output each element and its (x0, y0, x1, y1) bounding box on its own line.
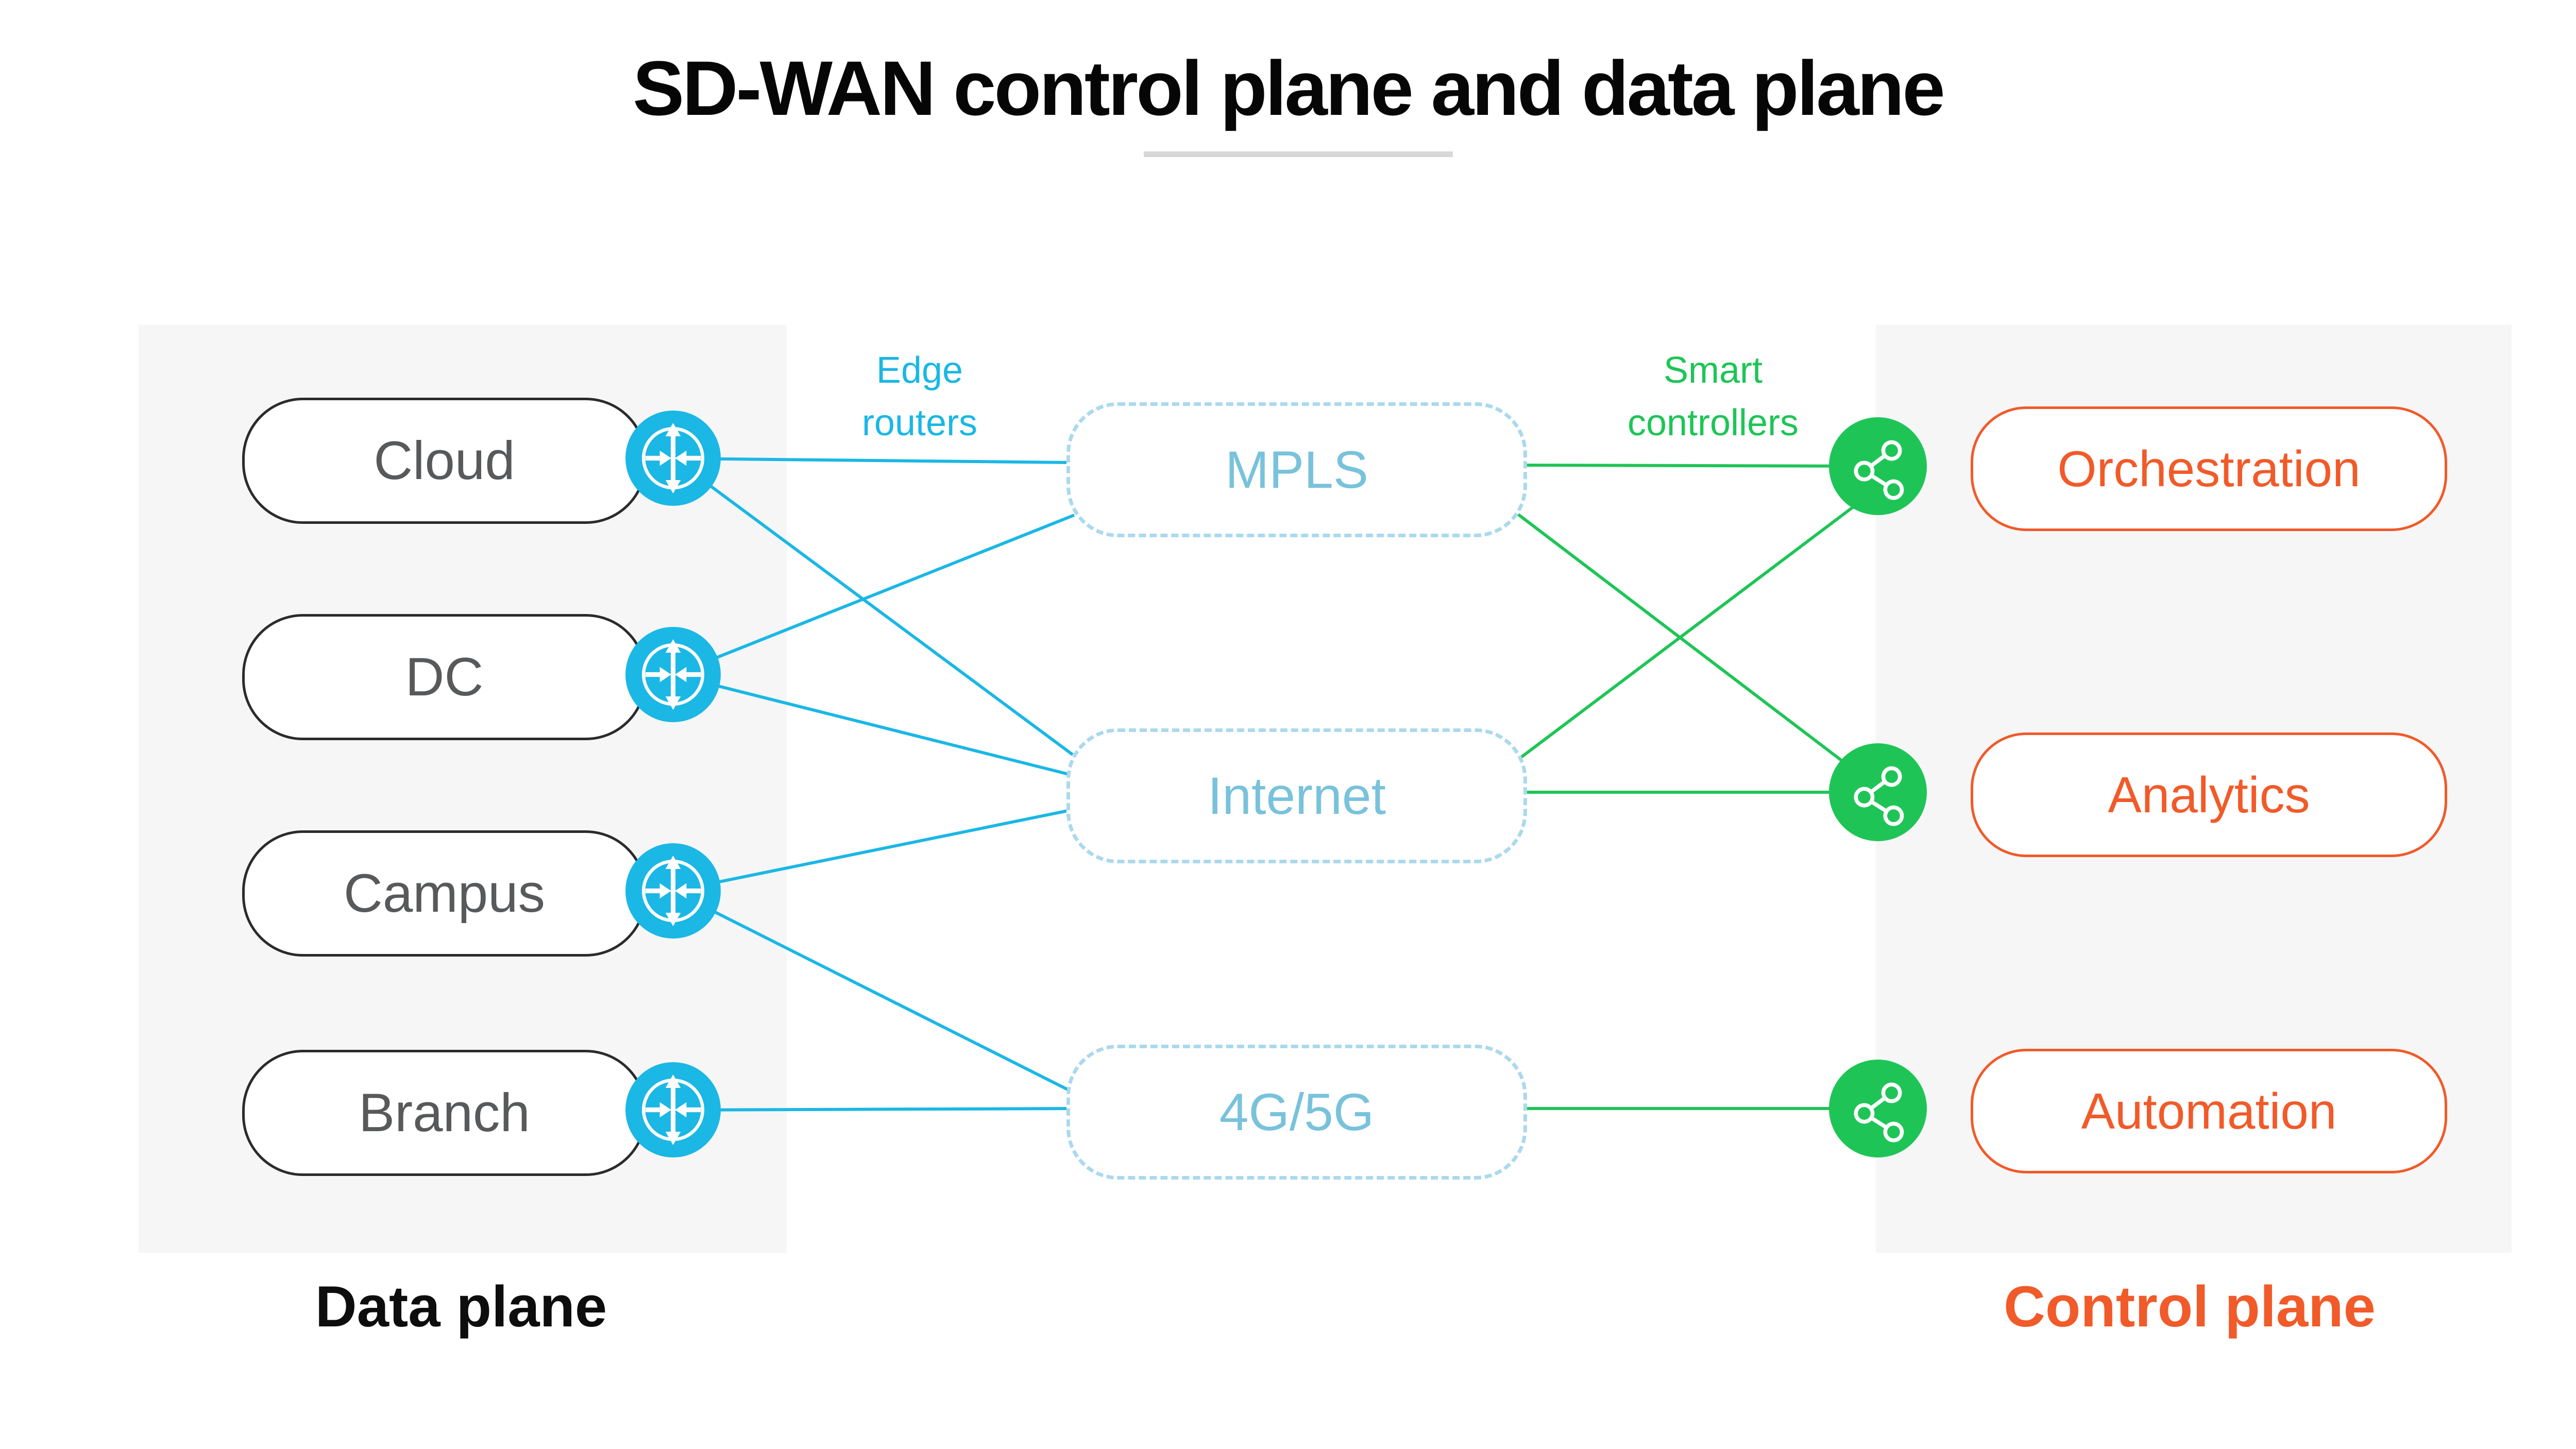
smart-controller-node-automation (1829, 1060, 1927, 1157)
control-node-label: Analytics (2108, 766, 2310, 823)
control-node-analytics: Analytics (1971, 732, 2447, 857)
edge-router-node-campus (625, 843, 721, 939)
site-node-cloud: Cloud (242, 398, 647, 524)
title-underline (1144, 151, 1453, 157)
control-plane-label: Control plane (2004, 1274, 2376, 1339)
data-plane-label: Data plane (315, 1274, 607, 1339)
transport-node-internet: Internet (1066, 728, 1527, 863)
router-icon (625, 1062, 721, 1157)
transport-node-label: 4G/5G (1219, 1082, 1375, 1141)
smart-controller-node-orchestration (1829, 417, 1927, 515)
router-icon (625, 411, 721, 506)
edge-router-node-dc (625, 627, 721, 722)
transport-node-label: Internet (1208, 766, 1386, 825)
router-icon (625, 843, 721, 939)
site-node-branch: Branch (242, 1050, 647, 1176)
control-plane-links (1514, 464, 1879, 1110)
share-icon (1829, 417, 1927, 515)
control-node-orchestration: Orchestration (1971, 406, 2447, 531)
site-node-label: Campus (344, 863, 545, 924)
site-node-label: DC (405, 646, 484, 707)
site-node-campus: Campus (242, 830, 647, 957)
control-node-label: Automation (2081, 1082, 2337, 1139)
control-node-automation: Automation (1971, 1049, 2447, 1173)
smart-controllers-label: Smart controllers (1627, 350, 1799, 444)
transport-node-label: MPLS (1225, 440, 1368, 499)
site-node-label: Branch (359, 1082, 530, 1143)
edge-router-node-branch (625, 1062, 721, 1157)
share-icon (1829, 743, 1927, 841)
data-plane-links (672, 457, 1075, 1112)
edge-router-node-cloud (625, 411, 721, 506)
site-node-label: Cloud (374, 430, 515, 491)
transport-node-mpls: MPLS (1066, 402, 1527, 537)
smart-controller-node-analytics (1829, 743, 1927, 841)
page-title: SD-WAN control plane and data plane (633, 45, 1945, 131)
site-node-dc: DC (242, 614, 647, 740)
share-icon (1829, 1060, 1927, 1157)
transport-node-4g5g: 4G/5G (1066, 1045, 1527, 1180)
control-node-label: Orchestration (2057, 440, 2361, 497)
edge-routers-label: Edge routers (861, 350, 978, 444)
router-icon (625, 627, 721, 722)
